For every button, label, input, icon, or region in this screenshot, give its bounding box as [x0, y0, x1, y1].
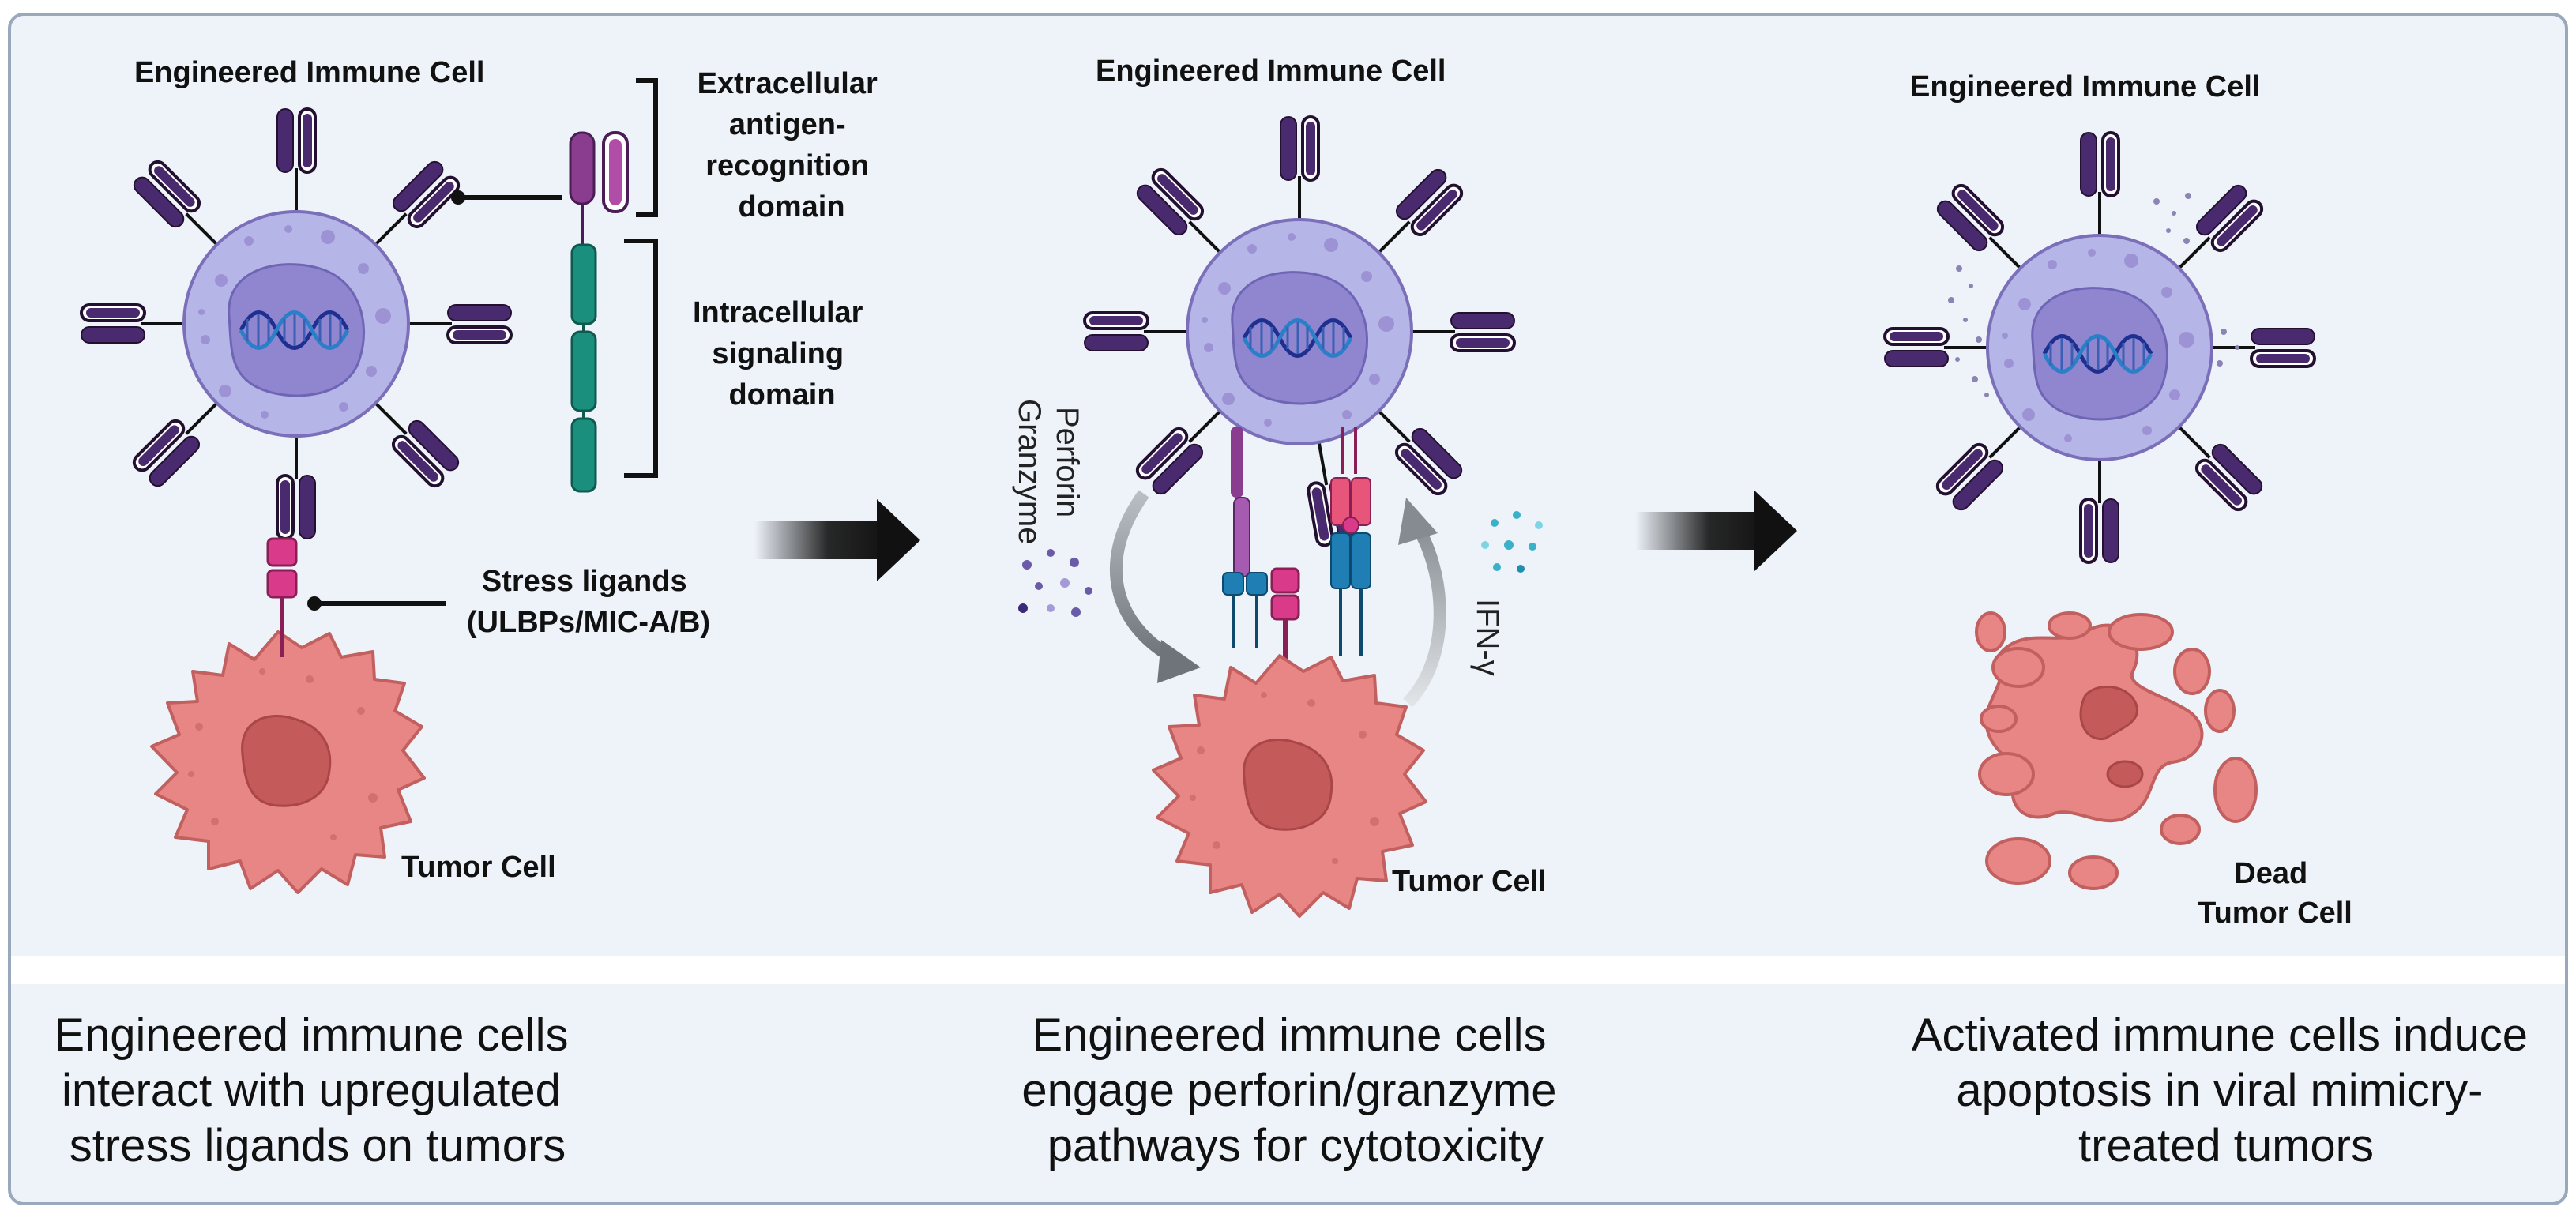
caption-2-line-1: Engineered immune cells — [1032, 1009, 1546, 1061]
caption-2-line-3: pathways for cytotoxicity — [1047, 1120, 1544, 1171]
svg-text:Extracellular antigen-: Extracellular antigen- recognition domai… — [698, 67, 886, 224]
synapse-receptors — [1222, 427, 1371, 695]
receptor-detail — [451, 78, 658, 493]
ecd-label-4: domain — [738, 190, 844, 224]
svg-text:Activated immune cells induce: Activated immune cells induce apoptosis … — [1912, 1009, 2540, 1171]
transition-arrow-1 — [754, 499, 920, 581]
ecd-label-2: antigen- — [729, 108, 846, 141]
stress-label-1: Stress ligands — [482, 565, 687, 598]
caption-3-line-1: Activated immune cells induce — [1912, 1009, 2528, 1061]
perforin-label: Perforin — [1050, 407, 1085, 517]
cell-title: Engineered Immune Cell — [1096, 55, 1446, 88]
caption-1-line-3: stress ligands on tumors — [70, 1120, 566, 1171]
panel-2: Engineered Immune Cell — [1012, 55, 1547, 918]
dead-label-1: Dead — [2234, 857, 2307, 890]
panel-1: Engineered Immune Cell Extracellular ant… — [80, 56, 886, 894]
panel-3: Engineered Immune Cell Dead Tumor Cell — [1883, 70, 2352, 930]
caption-1-line-2: interact with upregulated — [62, 1065, 561, 1116]
transition-arrow-2 — [1635, 490, 1797, 572]
svg-text:Engineered immune cells in: Engineered immune cells interact with up… — [54, 1009, 581, 1171]
released-granules — [1948, 193, 2239, 397]
granzyme-label: Granzyme — [1012, 399, 1047, 545]
tumor-label-2: Tumor Cell — [1392, 865, 1547, 898]
caption-1-line-1: Engineered immune cells — [54, 1009, 568, 1061]
stress-label-2: (ULBPs/MIC-A/B) — [467, 606, 710, 639]
icd-label-3: domain — [728, 378, 835, 412]
ecd-label-3: recognition — [705, 149, 869, 182]
ifn-dots — [1481, 511, 1543, 573]
svg-text:Dead Tumor Cell: Dead Tumor Cell — [2198, 857, 2352, 930]
svg-text:Intracellular signaling: Intracellular signaling domain — [693, 296, 871, 412]
ifn-arrow — [1403, 517, 1446, 708]
ecd-label-1: Extracellular — [698, 67, 878, 100]
dead-tumor-cell — [1975, 611, 2258, 890]
caption-2-line-2: engage perforin/granzyme — [1021, 1065, 1556, 1116]
cell-title: Engineered Immune Cell — [1910, 70, 2260, 103]
perforin-arrow — [1109, 490, 1180, 666]
dead-label-2: Tumor Cell — [2198, 897, 2352, 930]
svg-text:Engineered immune cells en: Engineered immune cells engage perforin/… — [1021, 1009, 1569, 1171]
svg-text:Stress ligands (ULBPs/MI: Stress ligands (ULBPs/MIC-A/B) — [467, 565, 710, 639]
ifn-label: IFN-γ — [1470, 599, 1505, 676]
caption-3-line-3: treated tumors — [2078, 1120, 2374, 1171]
granzyme-dots — [1018, 549, 1092, 617]
icd-label-2: signaling — [712, 337, 844, 370]
caption-band — [11, 956, 2565, 984]
icd-label-1: Intracellular — [693, 296, 863, 329]
caption-3-line-2: apoptosis in viral mimicry- — [1956, 1065, 2483, 1116]
tumor-label-1: Tumor Cell — [401, 851, 556, 884]
cell-title: Engineered Immune Cell — [134, 56, 484, 89]
